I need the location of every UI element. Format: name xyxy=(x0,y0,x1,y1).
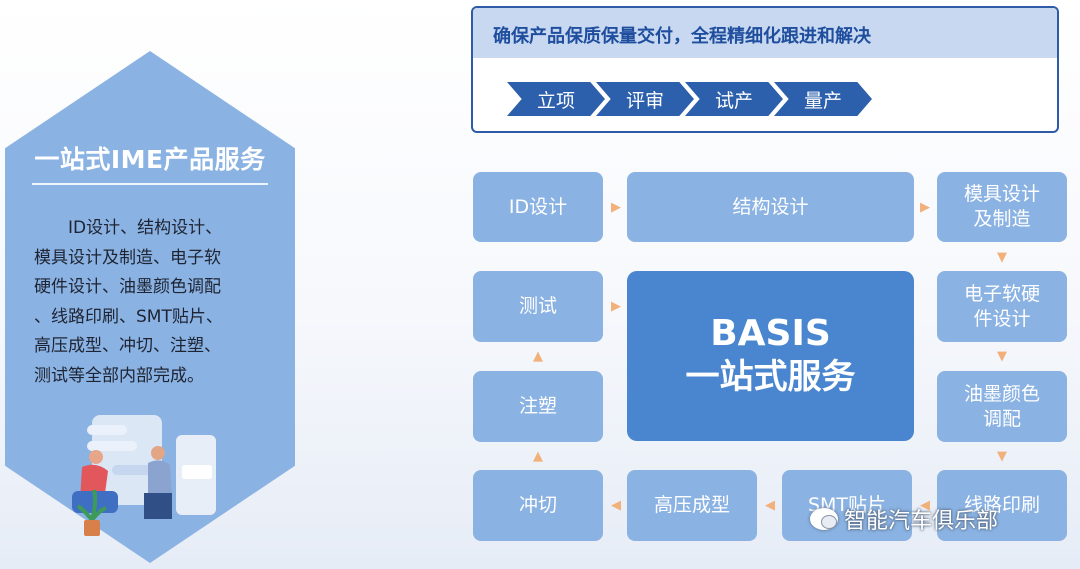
arrow-right-icon: ▶ xyxy=(611,299,621,314)
arrow-up-icon: ▲ xyxy=(533,349,543,364)
center-title: BASIS xyxy=(710,313,831,354)
watermark: 智能汽车俱乐部 xyxy=(810,503,998,535)
phone-shape xyxy=(92,415,162,505)
node-ink-color: 油墨颜色 调配 xyxy=(937,371,1067,442)
node-injection: 注塑 xyxy=(473,371,603,442)
node-id-design: ID设计 xyxy=(473,172,603,242)
arrow-down-icon: ▼ xyxy=(997,349,1007,364)
arrow-left-icon: ◀ xyxy=(611,498,621,513)
node-electronic-design: 电子软硬 件设计 xyxy=(937,271,1067,342)
panel-divider xyxy=(32,183,268,185)
stage-chevron: 量产 xyxy=(774,82,872,116)
person-right-head xyxy=(151,446,165,460)
panel-description: ID设计、结构设计、 模具设计及制造、电子软 硬件设计、油墨颜色调配 、线路印刷… xyxy=(34,218,223,386)
arrow-down-icon: ▼ xyxy=(997,449,1007,464)
arrow-down-icon: ▼ xyxy=(997,250,1007,265)
center-basis-box: BASIS 一站式服务 xyxy=(627,271,914,441)
arrow-up-icon: ▲ xyxy=(533,449,543,464)
node-mold-design: 模具设计 及制造 xyxy=(937,172,1067,242)
wechat-icon xyxy=(810,508,838,530)
center-subtitle: 一站式服务 xyxy=(685,357,856,397)
stage-chevron: 评审 xyxy=(596,82,694,116)
watermark-text: 智能汽车俱乐部 xyxy=(844,509,999,534)
arrow-left-icon: ◀ xyxy=(765,498,775,513)
header-band xyxy=(473,8,1057,58)
header-title: 确保产品保质保量交付，全程精细化跟进和解决 xyxy=(493,26,871,47)
node-testing: 测试 xyxy=(473,271,603,342)
panel-title: 一站式IME产品服务 xyxy=(34,145,266,174)
node-die-cut: 冲切 xyxy=(473,470,603,541)
team-illustration xyxy=(72,415,216,536)
stage-chevron: 立项 xyxy=(507,82,605,116)
stage-chevron: 试产 xyxy=(685,82,783,116)
node-high-pressure: 高压成型 xyxy=(627,470,757,541)
arrow-right-icon: ▶ xyxy=(611,200,621,215)
arrow-left-icon: ◀ xyxy=(920,498,930,513)
arrow-right-icon: ▶ xyxy=(920,200,930,215)
node-circuit-printing: 线路印刷 xyxy=(937,470,1067,541)
person-left-head xyxy=(89,450,103,464)
node-smt: SMT贴片 xyxy=(782,470,912,541)
node-structure-design: 结构设计 xyxy=(627,172,914,242)
